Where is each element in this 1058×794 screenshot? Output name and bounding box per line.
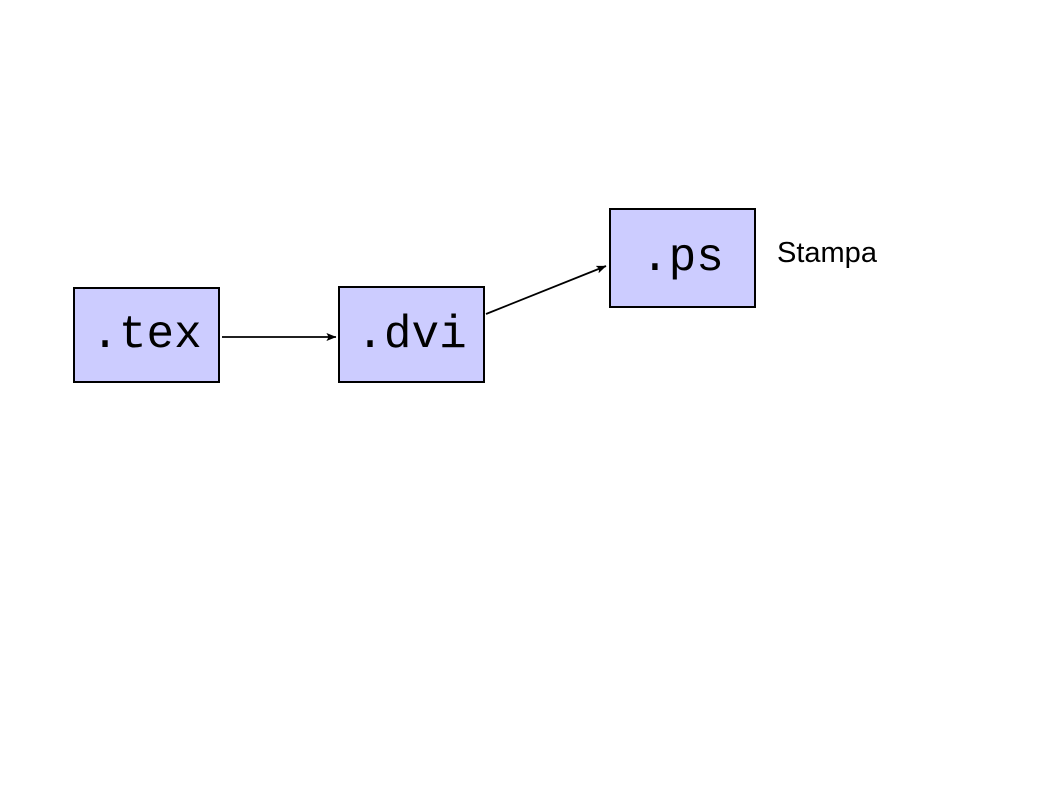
node-box-ps[interactable]: .ps: [609, 208, 756, 308]
edge-dvi-to-ps: [485, 265, 607, 315]
node-label-ps: .ps: [641, 232, 724, 284]
node-box-dvi[interactable]: .dvi: [338, 286, 485, 383]
node-box-tex[interactable]: .tex: [73, 287, 220, 383]
node-label-tex: .tex: [91, 309, 202, 361]
annotation-stampa: Stampa: [777, 237, 877, 269]
node-label-dvi: .dvi: [356, 308, 467, 361]
